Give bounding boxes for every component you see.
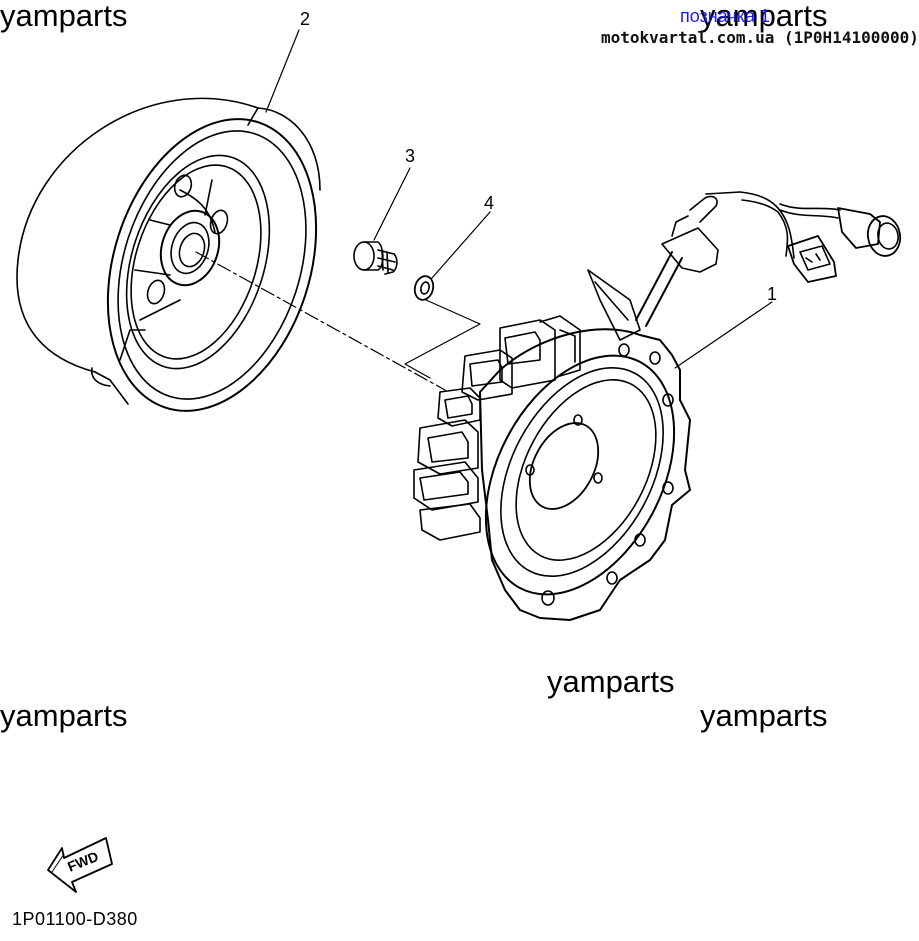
watermark-text: yamparts	[700, 698, 828, 733]
leader-lines	[195, 29, 773, 391]
washer	[413, 275, 435, 301]
screw	[353, 241, 398, 275]
watermark-text: yamparts	[700, 0, 828, 33]
diagram-code: 1P01100-D380	[12, 909, 138, 929]
source-label: motokvartal.com.ua (1P0H14100000)	[601, 28, 919, 47]
fwd-arrow-icon: FWD	[47, 837, 113, 893]
callout-4: 4	[484, 193, 495, 213]
callout-3: 3	[405, 146, 416, 166]
mark-link[interactable]: позначка 1	[680, 6, 771, 26]
rotor-flywheel	[16, 97, 321, 412]
watermark-text: yamparts	[0, 698, 128, 733]
stator-assembly	[413, 269, 691, 621]
callout-1: 1	[767, 284, 778, 304]
watermark-text: yamparts	[0, 0, 128, 33]
watermark-text: yamparts	[547, 664, 675, 699]
wire-harness	[635, 191, 902, 327]
callout-2: 2	[300, 9, 311, 29]
